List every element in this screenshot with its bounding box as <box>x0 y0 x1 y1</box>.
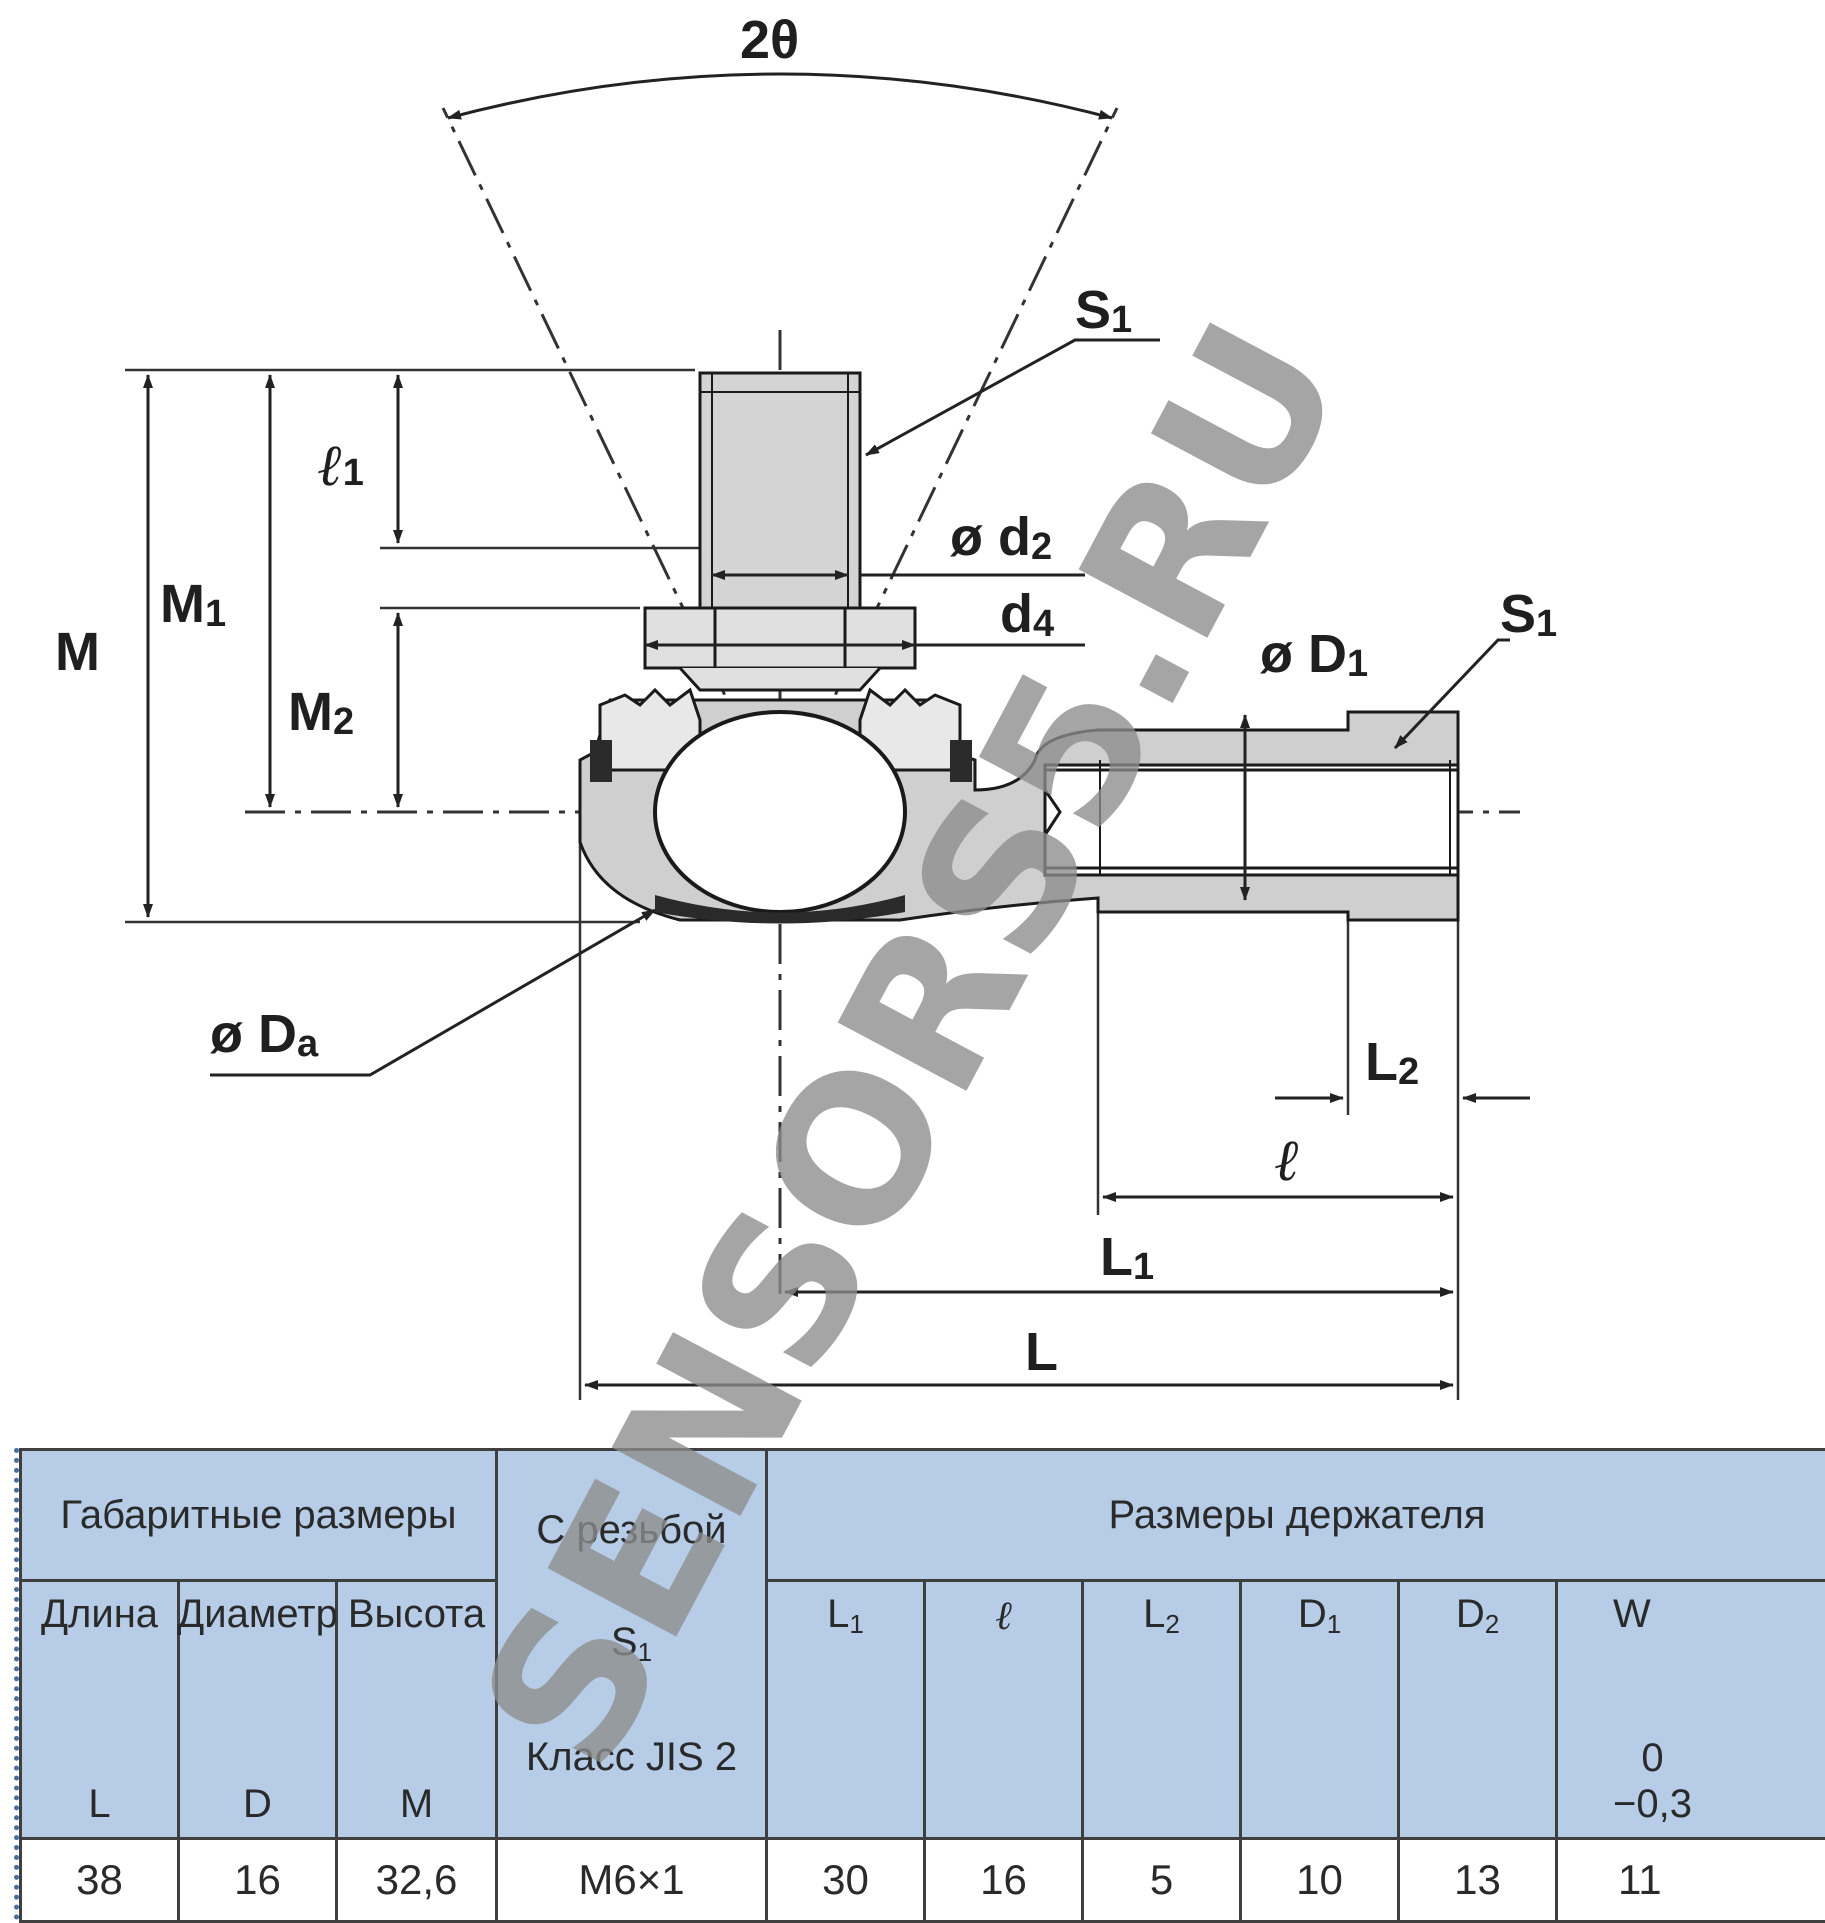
header-thread: С резьбой S1 Класс JIS 2 <box>497 1450 767 1839</box>
header-l1: L1 <box>767 1581 925 1839</box>
seal-dark-right <box>950 740 972 782</box>
label-s1-top: S1 <box>1075 280 1132 341</box>
header-thread-symbol: S1 <box>611 1620 652 1668</box>
cell-ell: 16 <box>925 1839 1083 1922</box>
header-l2: L2 <box>1083 1581 1241 1839</box>
cell-thread: M6×1 <box>497 1839 767 1922</box>
cell-l1: 30 <box>767 1839 925 1922</box>
ball <box>655 712 905 912</box>
horizontal-dimensions <box>585 575 1530 1385</box>
label-da: ø Da <box>210 1004 319 1065</box>
label-s1-right: S1 <box>1500 584 1557 645</box>
label-d2: ø d2 <box>950 507 1052 568</box>
cell-height: 32,6 <box>337 1839 497 1922</box>
header-w: W 0−0,3 <box>1557 1581 1825 1839</box>
label-d1: ø D1 <box>1260 624 1368 685</box>
label-big-l: L <box>1025 1322 1058 1382</box>
label-2theta: 2θ <box>740 10 799 70</box>
cell-length: 38 <box>21 1839 179 1922</box>
cell-w: 11 <box>1557 1839 1825 1922</box>
group-header-thread: С резьбой <box>536 1508 726 1553</box>
label-l2: L2 <box>1365 1032 1419 1093</box>
hex-nut <box>645 608 915 690</box>
cell-diameter: 16 <box>179 1839 337 1922</box>
angle-arc <box>448 74 1112 118</box>
labels: 2θ S1 ℓ1 ø d2 d4 M M1 M2 ø D1 S1 ø Da L2… <box>55 10 1557 1382</box>
seal-dark-left <box>590 740 612 782</box>
cell-d2: 13 <box>1399 1839 1557 1922</box>
cell-l2: 5 <box>1083 1839 1241 1922</box>
cell-d1: 10 <box>1241 1839 1399 1922</box>
group-header-overall: Габаритные размеры <box>21 1450 497 1581</box>
dimensions-table-wrap: Габаритные размеры С резьбой S1 Класс JI… <box>14 1448 1825 1920</box>
header-d2: D2 <box>1399 1581 1557 1839</box>
label-d4: d4 <box>1000 584 1054 645</box>
label-ell: ℓ <box>1275 1128 1300 1193</box>
label-ell1: ℓ1 <box>318 433 364 498</box>
header-thread-note: Класс JIS 2 <box>526 1735 737 1780</box>
header-ell: ℓ <box>925 1581 1083 1839</box>
label-m: M <box>55 622 100 682</box>
technical-drawing: 2θ S1 ℓ1 ø d2 d4 M M1 M2 ø D1 S1 ø Da L2… <box>0 0 1825 1430</box>
label-m1: M1 <box>160 574 226 635</box>
label-m2: M2 <box>288 682 354 743</box>
dimensions-table: Габаритные размеры С резьбой S1 Класс JI… <box>19 1448 1825 1923</box>
header-d1: D1 <box>1241 1581 1399 1839</box>
group-header-holder: Размеры держателя <box>767 1450 1825 1581</box>
threaded-stud <box>700 373 860 608</box>
label-big-l1: L1 <box>1100 1227 1154 1288</box>
